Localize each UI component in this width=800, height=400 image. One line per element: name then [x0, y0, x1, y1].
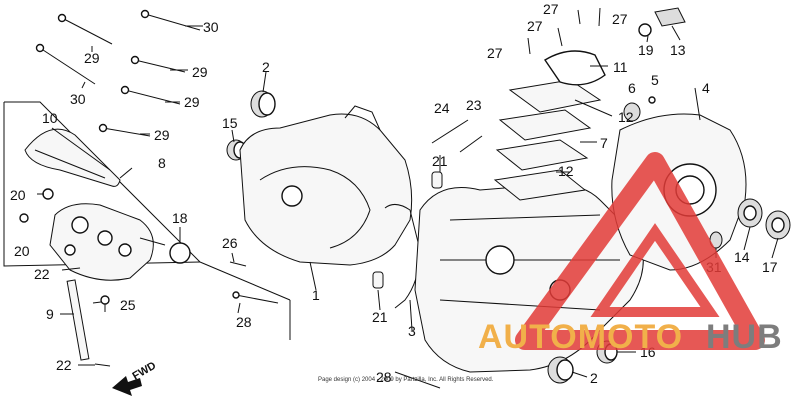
callout-23: 23	[466, 97, 482, 113]
fwd-arrow: FWD	[112, 360, 158, 396]
part-2-bushing-top	[250, 90, 276, 118]
callout-29c: 29	[184, 94, 200, 110]
watermark-word-automoto: AUTOMOTO	[478, 318, 683, 356]
callout-28b: 28	[376, 369, 392, 385]
part-28-bolt-bottom	[394, 371, 441, 389]
part-18-o-ring	[169, 242, 191, 264]
part-26-28-bolts	[229, 261, 279, 304]
part-1-left-crankcase	[239, 105, 413, 266]
callout-15: 15	[222, 115, 238, 131]
part-10-cover	[24, 128, 121, 187]
callout-27b: 27	[527, 18, 543, 34]
callout-20b: 20	[14, 243, 30, 259]
part-2-bushing-bottom	[547, 356, 574, 384]
callout-20a: 20	[10, 187, 26, 203]
part-25-bolt	[100, 295, 110, 312]
callout-9: 9	[46, 306, 54, 322]
callout-29d: 29	[154, 127, 170, 143]
watermark-triangle	[515, 152, 765, 350]
callout-18: 18	[172, 210, 188, 226]
callout-30b: 30	[70, 91, 86, 107]
callout-2b: 2	[590, 370, 598, 386]
callout-24: 24	[434, 100, 450, 116]
callout-14: 14	[734, 249, 750, 265]
leader-lines	[37, 25, 779, 378]
watermark-word-hub: HUB	[706, 318, 783, 356]
callout-27c: 27	[612, 11, 628, 27]
callout-28a: 28	[236, 314, 252, 330]
part-5-fitting	[648, 96, 656, 104]
part-14-bearing	[737, 198, 763, 228]
part-17-bearing	[765, 210, 791, 240]
callout-30a: 30	[203, 19, 219, 35]
part-23-24-bolts	[431, 119, 483, 153]
callout-22b: 22	[56, 357, 72, 373]
callout-6: 6	[628, 80, 636, 96]
callout-26: 26	[222, 235, 238, 251]
callout-5: 5	[651, 72, 659, 88]
callout-8: 8	[158, 155, 166, 171]
callout-13: 13	[670, 42, 686, 58]
part-21-dowel-mid	[431, 171, 443, 189]
long-bolts-group	[35, 9, 203, 137]
callout-25: 25	[120, 297, 136, 313]
reed-valve-stack	[493, 50, 606, 201]
callout-11: 11	[613, 59, 628, 75]
callout-21b: 21	[372, 309, 388, 325]
part-22-clips	[61, 267, 111, 367]
callout-17: 17	[762, 259, 778, 275]
automotohub-watermark: AUTOMOTO HUB	[478, 152, 783, 356]
watermark-triangle-inner	[590, 223, 720, 317]
callout-2a: 2	[262, 59, 270, 75]
callout-1: 1	[312, 287, 320, 303]
part-9-shaft	[66, 279, 90, 361]
callout-29a: 29	[84, 50, 100, 66]
oil-pump-assembly	[49, 203, 166, 281]
callout-19: 19	[638, 42, 654, 58]
part-6-seal	[623, 102, 641, 122]
callout-4: 4	[702, 80, 710, 96]
callout-12b: 12	[558, 163, 574, 179]
callout-27d: 27	[487, 45, 503, 61]
part-13-cap	[654, 7, 686, 27]
footer-copyright: Page design (c) 2004 - 2009 by Partzilla…	[318, 377, 494, 383]
fwd-label: FWD	[131, 360, 159, 383]
callout-10: 10	[42, 110, 58, 126]
part-19-ring	[638, 23, 652, 37]
part-27-bolts	[527, 7, 601, 55]
callout-22a: 22	[34, 266, 50, 282]
callout-12a: 12	[618, 109, 634, 125]
part-21-dowel-low	[372, 271, 384, 289]
callout-7: 7	[600, 135, 608, 151]
callout-27a: 27	[543, 1, 559, 17]
callout-21a: 21	[432, 153, 448, 169]
callout-3: 3	[408, 323, 416, 339]
callout-labels: 30 29 29 30 29 29 10 8 20 20 18 22 9 25 …	[10, 1, 778, 386]
callout-29b: 29	[192, 64, 208, 80]
